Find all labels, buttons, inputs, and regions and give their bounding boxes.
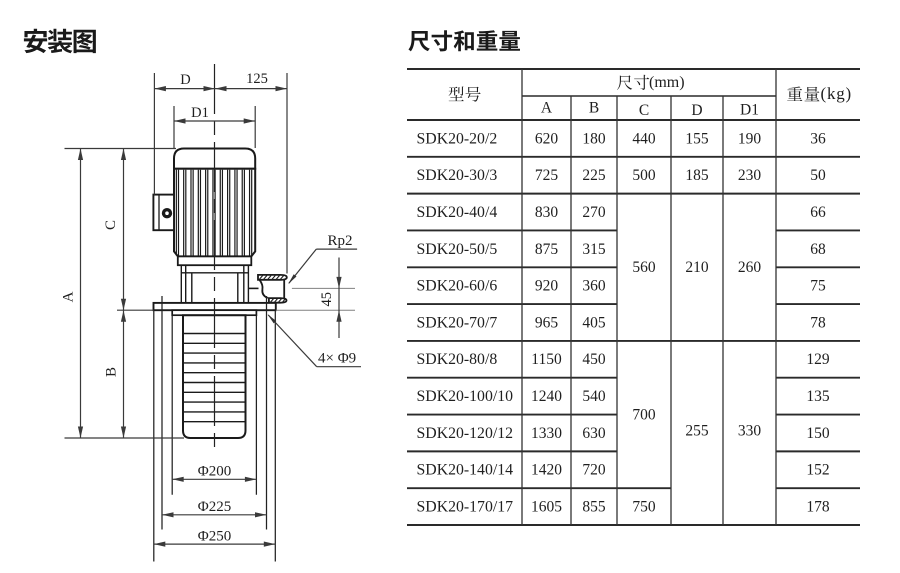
- svg-text:66: 66: [810, 204, 826, 221]
- svg-text:270: 270: [582, 204, 606, 221]
- svg-text:Φ200: Φ200: [198, 464, 231, 480]
- svg-text:45: 45: [319, 292, 335, 307]
- svg-text:500: 500: [632, 167, 656, 184]
- svg-text:360: 360: [582, 278, 606, 295]
- svg-text:C: C: [103, 220, 119, 230]
- svg-text:135: 135: [806, 388, 830, 405]
- svg-text:830: 830: [535, 204, 559, 221]
- svg-text:125: 125: [246, 71, 268, 87]
- svg-text:1420: 1420: [531, 462, 562, 479]
- svg-text:255: 255: [685, 423, 709, 440]
- svg-text:230: 230: [738, 167, 762, 184]
- svg-text:SDK20-120/12: SDK20-120/12: [417, 425, 514, 442]
- svg-text:C: C: [639, 102, 649, 119]
- svg-text:SDK20-140/14: SDK20-140/14: [417, 462, 514, 479]
- svg-text:855: 855: [582, 498, 606, 515]
- svg-text:4× Φ9: 4× Φ9: [318, 351, 356, 367]
- svg-text:155: 155: [685, 130, 709, 147]
- svg-text:D1: D1: [191, 105, 209, 121]
- svg-text:D: D: [691, 102, 702, 119]
- svg-text:540: 540: [582, 388, 606, 405]
- svg-text:260: 260: [738, 259, 762, 276]
- svg-text:965: 965: [535, 314, 559, 331]
- svg-text:315: 315: [582, 241, 606, 258]
- svg-text:920: 920: [535, 278, 559, 295]
- svg-text:725: 725: [535, 167, 559, 184]
- svg-text:1150: 1150: [531, 351, 562, 368]
- svg-text:630: 630: [582, 425, 606, 442]
- svg-text:875: 875: [535, 241, 559, 258]
- svg-text:SDK20-40/4: SDK20-40/4: [417, 204, 498, 221]
- svg-text:36: 36: [810, 130, 826, 147]
- svg-text:225: 225: [582, 167, 606, 184]
- svg-text:SDK20-20/2: SDK20-20/2: [417, 130, 498, 147]
- svg-text:Φ225: Φ225: [198, 499, 231, 515]
- svg-text:440: 440: [632, 130, 656, 147]
- svg-text:620: 620: [535, 130, 559, 147]
- svg-text:SDK20-50/5: SDK20-50/5: [417, 241, 498, 258]
- svg-text:180: 180: [582, 130, 606, 147]
- svg-text:560: 560: [632, 259, 656, 276]
- svg-text:(mm): (mm): [649, 74, 685, 91]
- svg-text:720: 720: [582, 462, 606, 479]
- svg-text:B: B: [589, 99, 599, 116]
- svg-text:A: A: [541, 99, 553, 116]
- svg-text:150: 150: [806, 425, 830, 442]
- svg-text:1240: 1240: [531, 388, 562, 405]
- svg-text:SDK20-100/10: SDK20-100/10: [417, 388, 514, 405]
- svg-text:SDK20-70/7: SDK20-70/7: [417, 314, 498, 331]
- svg-text:68: 68: [810, 241, 826, 258]
- svg-text:D1: D1: [740, 102, 759, 119]
- svg-text:1605: 1605: [531, 498, 562, 515]
- svg-text:330: 330: [738, 423, 762, 440]
- svg-text:D: D: [180, 72, 190, 88]
- svg-text:178: 178: [806, 498, 830, 515]
- svg-text:SDK20-80/8: SDK20-80/8: [417, 351, 498, 368]
- svg-text:B: B: [104, 367, 120, 377]
- svg-text:A: A: [61, 291, 77, 302]
- svg-text:129: 129: [806, 351, 830, 368]
- svg-text:SDK20-60/6: SDK20-60/6: [417, 278, 498, 295]
- svg-text:190: 190: [738, 130, 762, 147]
- svg-text:700: 700: [632, 406, 656, 423]
- svg-text:1330: 1330: [531, 425, 562, 442]
- svg-text:152: 152: [806, 462, 829, 479]
- svg-text:75: 75: [810, 278, 826, 295]
- svg-text:SDK20-30/3: SDK20-30/3: [417, 167, 498, 184]
- svg-text:185: 185: [685, 167, 709, 184]
- svg-text:50: 50: [810, 167, 826, 184]
- svg-text:Rp2: Rp2: [328, 233, 353, 249]
- svg-text:SDK20-170/17: SDK20-170/17: [417, 498, 514, 515]
- svg-text:450: 450: [582, 351, 606, 368]
- svg-text:210: 210: [685, 259, 709, 276]
- svg-text:Φ250: Φ250: [198, 528, 231, 544]
- svg-text:(kg): (kg): [821, 84, 853, 103]
- svg-text:405: 405: [582, 314, 606, 331]
- svg-text:78: 78: [810, 314, 826, 331]
- svg-text:750: 750: [632, 498, 656, 515]
